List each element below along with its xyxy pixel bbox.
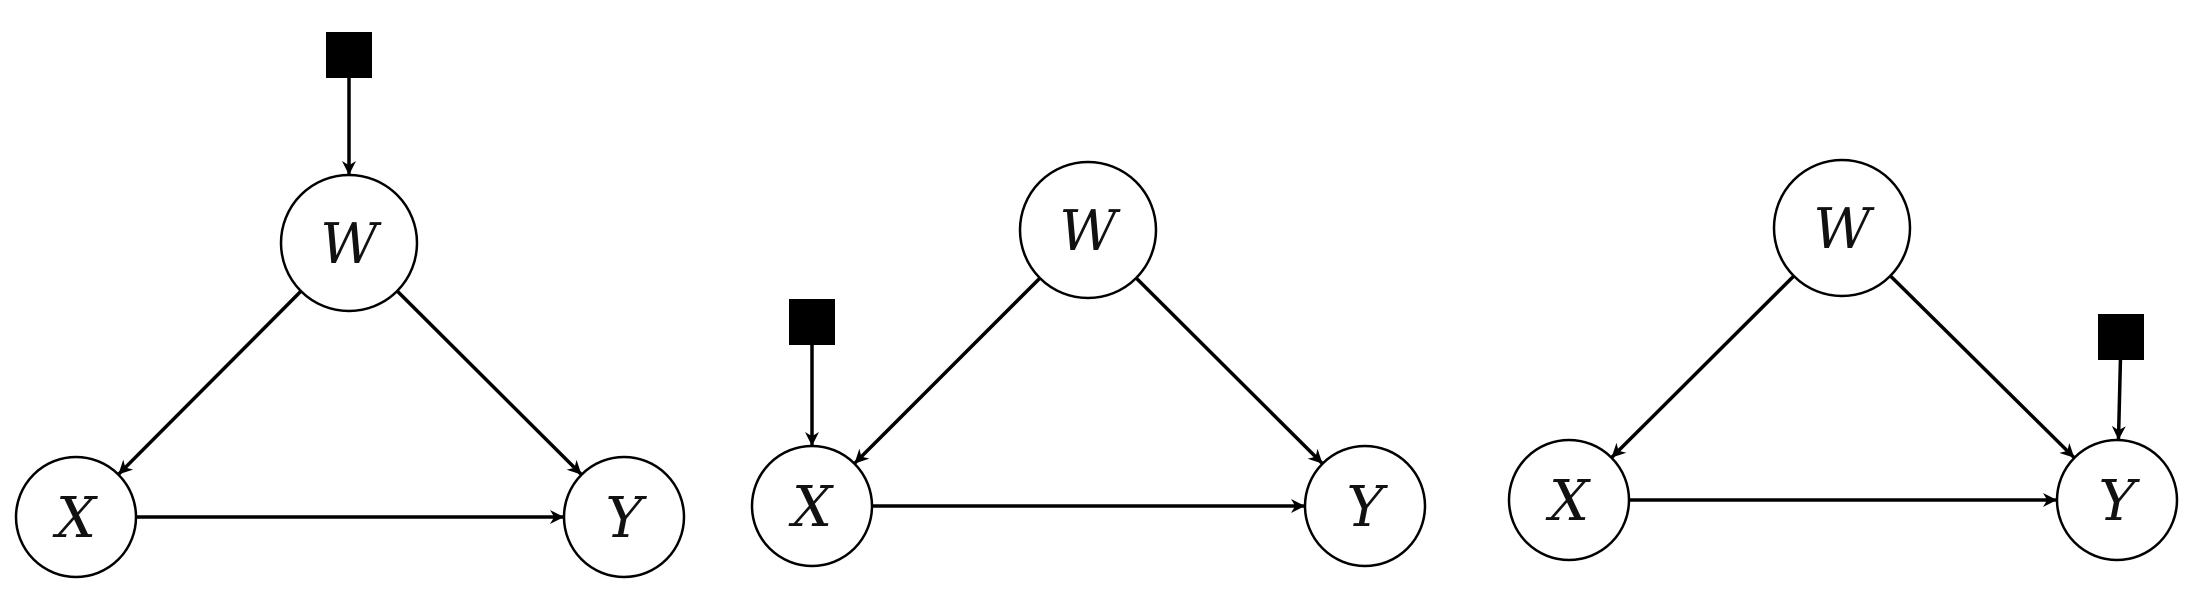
node-y-label: Y xyxy=(1347,475,1389,540)
edge-w-to-x xyxy=(1610,274,1796,459)
intervention-square xyxy=(2098,314,2144,360)
node-w-circle xyxy=(1772,158,1912,298)
node-x-circle xyxy=(1507,438,1631,562)
node-w-label: W xyxy=(1059,199,1121,264)
node-w-circle xyxy=(279,173,419,313)
intervention-square xyxy=(789,299,835,345)
node-w-circle xyxy=(1018,160,1158,300)
panel-intervention-on-x: W X Y xyxy=(750,160,1427,568)
node-x-label: X xyxy=(52,486,98,551)
edge-w-to-y xyxy=(1889,274,2076,460)
node-y-circle xyxy=(2055,438,2179,562)
intervention-edge xyxy=(2111,359,2126,441)
edge-w-to-x xyxy=(117,289,303,476)
node-y-label: Y xyxy=(606,486,648,551)
panel-intervention-on-y: W X Y xyxy=(1507,158,2179,562)
edge-w-to-x xyxy=(853,276,1042,465)
panel-intervention-on-w: W X Y xyxy=(14,32,686,579)
node-x-label: X xyxy=(788,475,834,540)
node-x-label: X xyxy=(1545,469,1591,534)
node-y-circle xyxy=(562,455,686,579)
node-y-label: Y xyxy=(2099,469,2141,534)
node-x-circle xyxy=(750,444,874,568)
edge-w-to-y xyxy=(1134,276,1324,465)
node-w-label: W xyxy=(1813,197,1875,262)
edge-w-to-y xyxy=(395,289,583,476)
node-x-circle xyxy=(14,455,138,579)
intervention-square xyxy=(326,32,372,78)
node-w-label: W xyxy=(320,212,382,277)
node-y-circle xyxy=(1303,444,1427,568)
